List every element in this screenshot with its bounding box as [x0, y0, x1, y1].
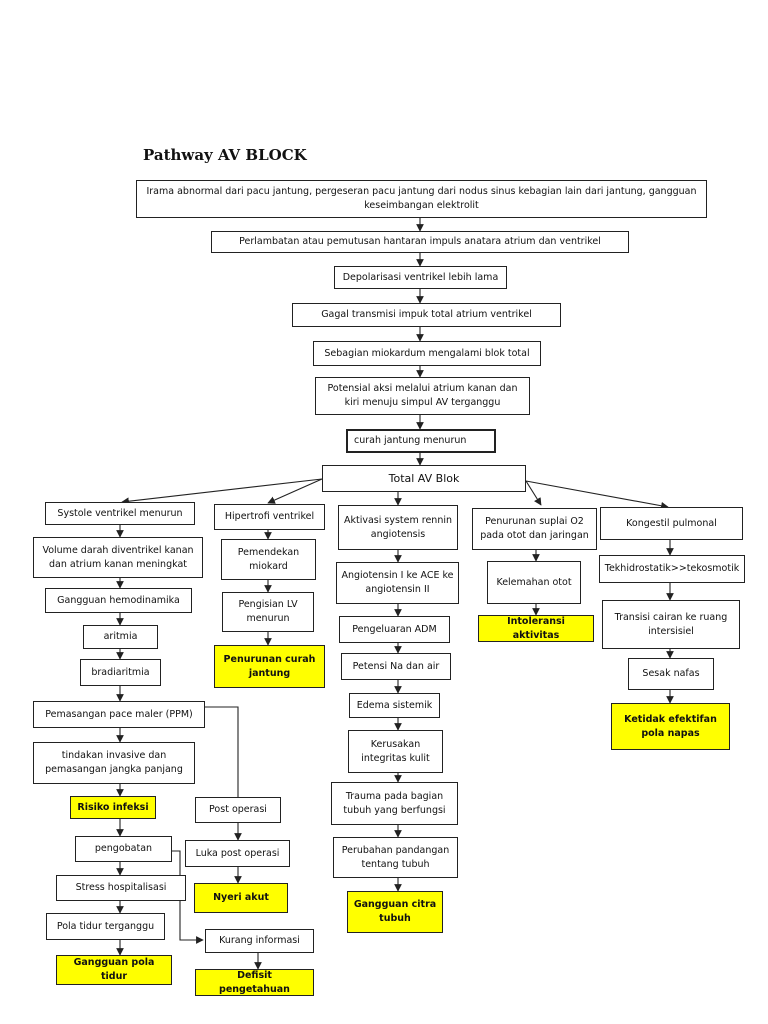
diagnosis-knowledge-deficit: Defisit pengetahuan — [195, 969, 314, 996]
flow-node-edema: Edema sistemik — [349, 693, 440, 718]
flow-node-skin-integrity: Kerusakan integritas kulit — [348, 730, 443, 773]
flow-node-oxygen-supply: Penurunan suplai O2 pada otot dan jaring… — [472, 508, 597, 550]
flow-node-renin-activation: Aktivasi system rennin angiotensis — [338, 505, 458, 550]
diagnosis-acute-pain: Nyeri akut — [194, 883, 288, 913]
flow-node-hospital-stress: Stress hospitalisasi — [56, 875, 186, 901]
flow-node-muscle-weakness: Kelemahan otot — [487, 561, 581, 604]
flow-node-sleep-disturbed: Pola tidur terganggu — [46, 913, 165, 940]
flow-node-lv-filling: Pengisian LV menurun — [222, 592, 314, 632]
flow-node-sodium-retention: Petensi Na dan air — [341, 653, 451, 680]
flow-node-trauma: Trauma pada bagian tubuh yang berfungsi — [331, 782, 458, 825]
flow-node-cause: Irama abnormal dari pacu jantung, perges… — [136, 180, 707, 218]
diagnosis-cardiac-output: Penurunan curah jantung — [214, 645, 325, 688]
flow-node-conduction-delay: Perlambatan atau pemutusan hantaran impu… — [211, 231, 629, 253]
flow-node-action-potential: Potensial aksi melalui atrium kanan dan … — [315, 377, 530, 415]
flow-node-fluid-transition: Transisi cairan ke ruang intersisiel — [602, 600, 740, 649]
flow-node-arrhythmia: aritmia — [83, 625, 158, 649]
flow-node-hydrostatic: Tekhidrostatik>>tekosmotik — [599, 555, 745, 583]
flow-node-depolarization: Depolarisasi ventrikel lebih lama — [334, 266, 507, 289]
flow-node-body-perception: Perubahan pandangan tentang tubuh — [333, 837, 458, 878]
diagnosis-breathing-pattern: Ketidak efektifan pola napas — [611, 703, 730, 750]
flow-node-cardiac-output: curah jantung menurun — [346, 429, 496, 453]
flow-node-total-av-block: Total AV Blok — [322, 465, 526, 492]
flow-node-transmission-failure: Gagal transmisi impuk total atrium ventr… — [292, 303, 561, 327]
flow-node-pulmonary-congestion: Kongestil pulmonal — [600, 507, 743, 540]
diagnosis-body-image: Gangguan citra tubuh — [347, 891, 443, 933]
flow-node-wound: Luka post operasi — [185, 840, 290, 867]
diagnosis-infection-risk: Risiko infeksi — [70, 796, 156, 819]
flow-node-invasive-action: tindakan invasive dan pemasangan jangka … — [33, 742, 195, 784]
diagnosis-activity-intolerance: Intoleransi aktivitas — [478, 615, 594, 642]
flow-node-hypertrophy: Hipertrofi ventrikel — [214, 504, 325, 530]
diagnosis-sleep-pattern: Gangguan pola tidur — [56, 955, 172, 985]
flow-node-systole: Systole ventrikel menurun — [45, 502, 195, 525]
flow-node-shortness-breath: Sesak nafas — [628, 658, 714, 690]
flow-node-bradyarrhythmia: bradiaritmia — [80, 659, 161, 686]
flow-node-blood-volume: Volume darah diventrikel kanan dan atriu… — [33, 537, 203, 578]
flow-node-myocard-shortening: Pemendekan miokard — [221, 539, 316, 580]
flow-node-angiotensin: Angiotensin I ke ACE ke angiotensin II — [336, 562, 459, 604]
flow-node-post-op: Post operasi — [195, 797, 281, 823]
flow-node-adm-release: Pengeluaran ADM — [339, 616, 450, 643]
flow-node-pacemaker: Pemasangan pace maler (PPM) — [33, 701, 205, 728]
flow-node-partial-block: Sebagian miokardum mengalami blok total — [313, 341, 541, 366]
flow-node-medication: pengobatan — [75, 836, 172, 862]
page-title: Pathway AV BLOCK — [143, 146, 307, 164]
flow-node-lack-information: Kurang informasi — [205, 929, 314, 953]
flow-node-hemodynamic: Gangguan hemodinamika — [45, 588, 192, 613]
